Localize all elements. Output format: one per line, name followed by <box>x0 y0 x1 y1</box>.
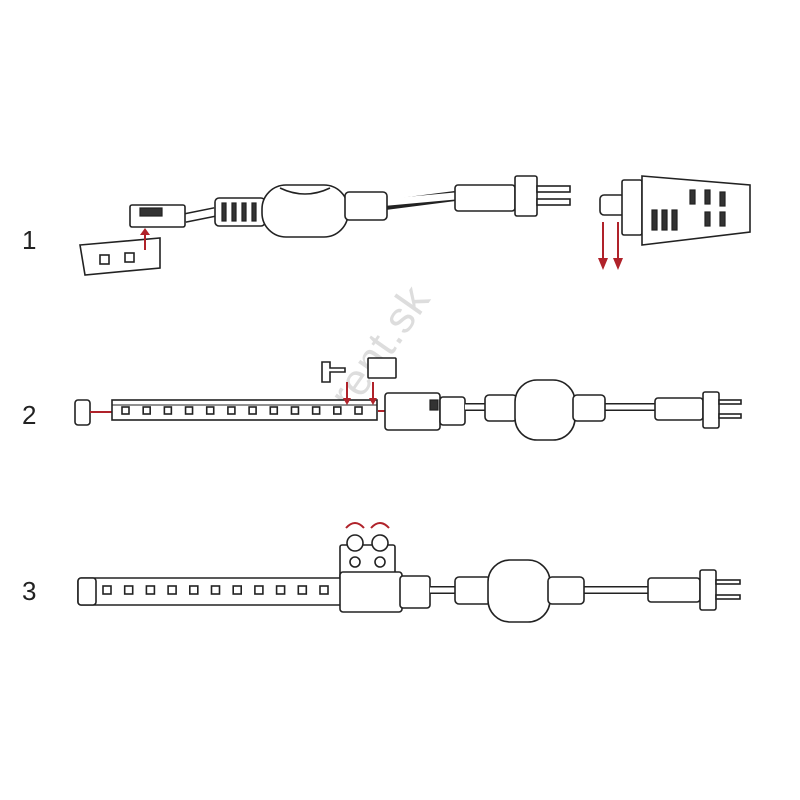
step3-assembly <box>77 522 741 623</box>
power-plug <box>647 569 741 611</box>
led-chip <box>189 585 199 595</box>
cable-grip-left <box>214 197 266 227</box>
rotate-arrow-icon <box>345 522 390 529</box>
step-number-1: 1 <box>22 225 37 255</box>
strip-connector <box>129 204 186 228</box>
driver-box <box>487 559 551 623</box>
led-chip <box>167 585 177 595</box>
end-cap <box>74 399 91 426</box>
arrow-down-icon <box>598 222 623 270</box>
led-chip <box>254 585 264 595</box>
led-chip <box>184 406 194 415</box>
power-plug <box>654 391 742 429</box>
led-chip <box>163 406 173 415</box>
led-chip <box>248 406 257 415</box>
strip-connector <box>339 571 431 613</box>
step2-assembly <box>74 357 742 441</box>
led-chip <box>210 585 221 595</box>
led-chip <box>319 585 329 595</box>
mounting-clip <box>79 237 161 276</box>
led-chip <box>290 406 300 415</box>
led-chip <box>232 585 242 595</box>
step1-assembly <box>79 175 751 276</box>
led-chip <box>275 585 286 595</box>
led-chip <box>205 406 215 415</box>
grip-ridge <box>251 202 257 222</box>
led-chip <box>297 585 308 595</box>
led-chip <box>142 406 151 415</box>
led-chip <box>121 406 130 415</box>
step-number-3: 3 <box>22 576 37 606</box>
led-chip <box>227 406 236 415</box>
arrow-up-icon <box>140 228 150 250</box>
led-chip <box>269 406 279 415</box>
led-chip <box>354 406 363 415</box>
led-chip <box>145 585 156 595</box>
led-chip <box>333 406 342 415</box>
grip-ridge <box>231 202 237 222</box>
plug-end-cap <box>599 175 751 246</box>
led-chip <box>123 585 134 595</box>
strip-connector <box>384 392 466 431</box>
cable-grip-right <box>344 191 388 221</box>
grip-ridge <box>241 202 247 222</box>
strip-clip-piece <box>367 357 397 379</box>
end-plug-piece <box>321 361 346 383</box>
led-chip <box>102 585 112 595</box>
led-chip <box>311 406 321 415</box>
grip-ridge <box>221 202 227 222</box>
driver-box <box>514 379 576 441</box>
power-plug <box>454 175 571 217</box>
step-number-2: 2 <box>22 400 37 430</box>
